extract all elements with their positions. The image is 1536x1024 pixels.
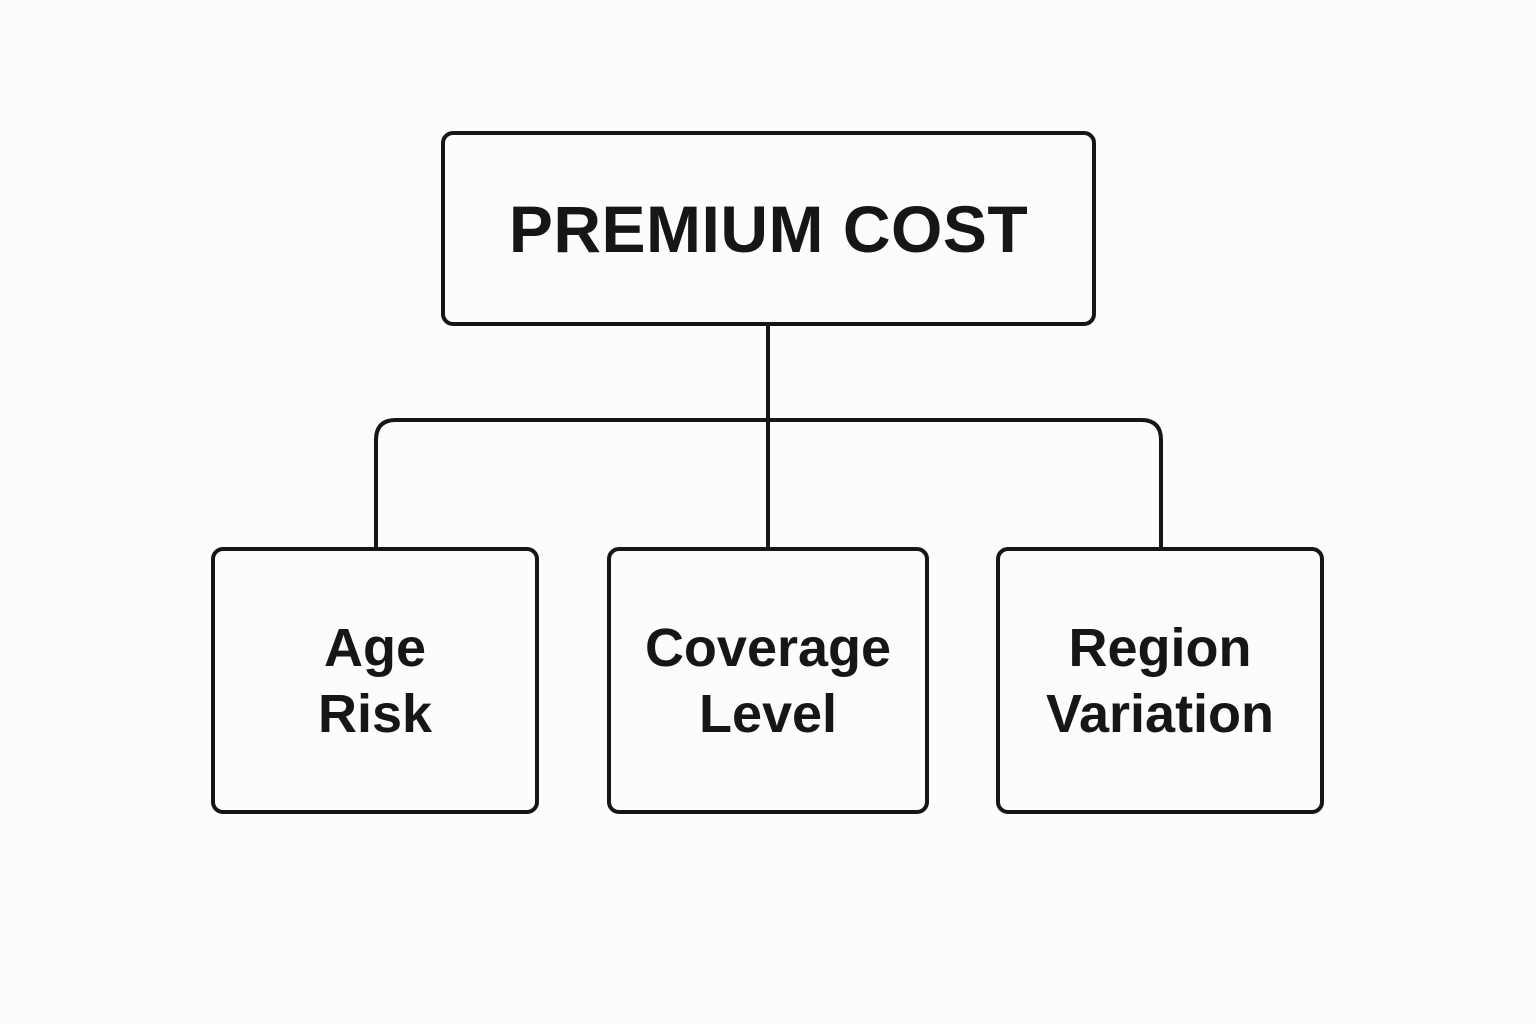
child-node-label-line2: Risk (317, 683, 433, 744)
child-node-age-risk: Age Risk (211, 547, 539, 814)
child-node-region-variation: Region Variation (996, 547, 1324, 814)
child-node-label-line2: Level (698, 683, 838, 744)
child-node-label-line1: Age (323, 617, 426, 678)
root-node-premium-cost: PREMIUM COST (441, 131, 1096, 326)
child-node-label-line2: Variation (1045, 683, 1275, 744)
child-node-label-line1: Coverage (644, 617, 892, 678)
child-node-coverage-level: Coverage Level (607, 547, 929, 814)
child-node-label-line1: Region (1068, 617, 1252, 678)
root-node-label: PREMIUM COST (508, 191, 1029, 266)
